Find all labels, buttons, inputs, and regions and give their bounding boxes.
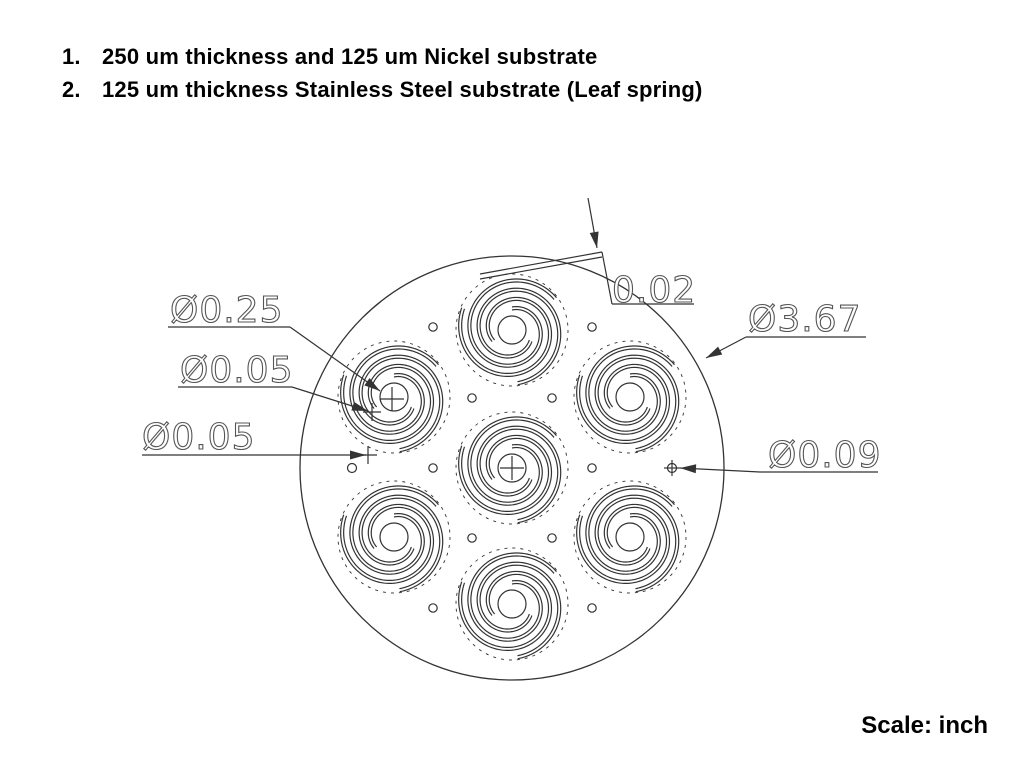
spring-spiral-arm	[576, 363, 671, 445]
spring-outline	[455, 273, 569, 387]
spring-outline	[337, 480, 451, 594]
small-hole	[547, 533, 557, 543]
dim-mount-hole-diameter: Ø0.09	[768, 435, 882, 476]
spring-spiral-arm	[479, 290, 559, 383]
spring-spiral-arm	[479, 428, 559, 521]
small-hole	[547, 393, 557, 403]
spring-spiral-arm	[349, 485, 439, 575]
dim-hole-diameter-a: Ø0.05	[180, 350, 294, 391]
spring-spiral-arm	[470, 281, 555, 365]
spring-spiral-arm	[476, 287, 562, 386]
spring-center-hole	[497, 589, 527, 619]
spring-spiral-arm	[340, 363, 435, 445]
dim-outer-diameter: Ø3.67	[748, 299, 862, 340]
spring-outline	[573, 480, 687, 594]
arrowhead	[350, 450, 366, 460]
spring-spiral-arm	[594, 354, 680, 453]
spring-spiral-arm	[461, 437, 550, 513]
leader-line	[479, 251, 603, 275]
drawing-geometry	[142, 197, 878, 681]
spring-center-hole	[497, 453, 527, 483]
small-hole	[428, 603, 438, 613]
spring-spiral-arm	[458, 296, 553, 378]
dim-slot-width: 0.02	[612, 270, 696, 311]
spring-outline	[573, 340, 687, 454]
small-hole	[467, 533, 477, 543]
spring-spiral-arm	[470, 419, 555, 503]
spring-spiral-arm	[467, 278, 557, 368]
spring-spiral-arm	[340, 503, 435, 585]
spring-spiral-arm	[585, 485, 675, 575]
arrowhead	[706, 346, 723, 358]
spring-spiral-arm	[361, 357, 441, 450]
spring-outline	[337, 340, 451, 454]
spring-spiral-arm	[579, 366, 668, 442]
note-text: 125 um thickness Stainless Steel substra…	[102, 77, 703, 102]
spring-spiral-arm	[358, 494, 444, 593]
spring-outline	[455, 411, 569, 525]
spring-spiral-arm	[358, 354, 444, 453]
spring-spiral-arm	[467, 552, 557, 642]
note-item: 1. 250 um thickness and 125 um Nickel su…	[62, 40, 703, 73]
leader-line	[479, 256, 603, 280]
spring-spiral-arm	[576, 503, 671, 585]
note-number: 2.	[62, 77, 81, 102]
spring-spiral-arm	[458, 570, 553, 652]
spring-center-hole	[379, 382, 409, 412]
spring-spiral-arm	[597, 357, 677, 450]
leader-line	[601, 251, 613, 305]
spring-spiral-arm	[476, 561, 562, 660]
spring-spiral-arm	[585, 345, 675, 435]
note-item: 2. 125 um thickness Stainless Steel subs…	[62, 73, 703, 106]
arrowhead	[351, 401, 368, 411]
dim-hole-diameter-b: Ø0.05	[142, 417, 256, 458]
dimension-annotations: Ø0.25 Ø0.05 Ø0.05 0.02 Ø3.67 Ø0.09	[141, 269, 882, 476]
spring-spiral-arm	[352, 348, 437, 432]
outer-disc	[299, 255, 725, 681]
arrowhead	[589, 231, 599, 248]
small-hole	[587, 603, 597, 613]
spring-spiral-arm	[343, 506, 432, 582]
small-hole	[467, 393, 477, 403]
arrowhead	[680, 464, 697, 474]
spring-center-hole	[615, 382, 645, 412]
spring-spiral-arm	[461, 299, 550, 375]
spring-spiral-arm	[458, 434, 553, 516]
spring-spiral-arm	[461, 573, 550, 649]
alignment-hole	[346, 462, 358, 474]
spring-spiral-arm	[597, 497, 677, 590]
spring-center-hole	[615, 522, 645, 552]
spring-spiral-arm	[476, 425, 562, 524]
small-hole	[587, 322, 597, 332]
spring-spiral-arm	[594, 494, 680, 593]
note-number: 1.	[62, 44, 81, 69]
spring-spiral-arm	[361, 497, 441, 590]
notes-list: 1. 250 um thickness and 125 um Nickel su…	[62, 40, 703, 106]
spring-spiral-arm	[349, 345, 439, 435]
small-hole	[428, 322, 438, 332]
spring-spiral-arm	[470, 555, 555, 639]
small-hole	[428, 463, 438, 473]
spring-spiral-arm	[588, 348, 673, 432]
spring-spiral-arm	[588, 488, 673, 572]
arrowhead	[364, 378, 380, 391]
spring-spiral-arm	[467, 416, 557, 506]
spring-spiral-arm	[343, 366, 432, 442]
scale-label: Scale: inch	[861, 712, 988, 739]
spring-spiral-arm	[479, 564, 559, 657]
spring-spiral-arm	[352, 488, 437, 572]
note-text: 250 um thickness and 125 um Nickel subst…	[102, 44, 598, 69]
spring-center-hole	[497, 315, 527, 345]
dim-spring-diameter: Ø0.25	[170, 290, 284, 331]
spring-outline	[455, 547, 569, 661]
spring-center-hole	[379, 522, 409, 552]
spring-spiral-arm	[579, 506, 668, 582]
leader-line	[289, 326, 381, 392]
small-hole	[587, 463, 597, 473]
